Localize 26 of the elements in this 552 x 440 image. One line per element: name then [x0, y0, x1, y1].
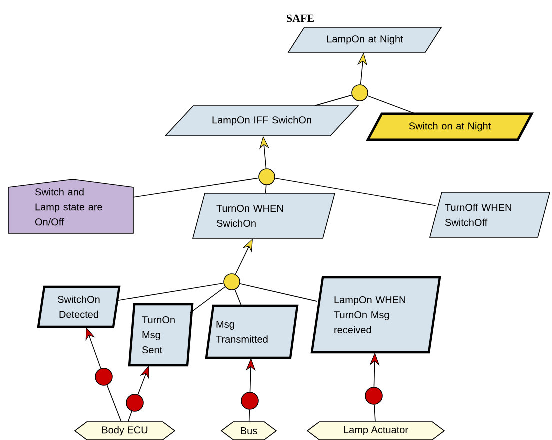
claim-box: LampOn WHEN TurnOn Msg received	[310, 276, 442, 354]
connector-line	[234, 289, 242, 306]
connector-line	[314, 94, 352, 106]
evidence-circle	[95, 368, 113, 386]
evidence-circle	[241, 392, 259, 410]
connector-line	[248, 410, 250, 422]
connector-line	[374, 404, 376, 422]
strategy-circle	[352, 84, 368, 102]
evidence-circle	[365, 387, 383, 405]
evidence-circle	[126, 394, 144, 412]
claim-box: TurnOn Msg Sent	[128, 303, 194, 367]
connector-line	[190, 286, 226, 314]
connector-line	[367, 96, 416, 114]
strategy-circle	[258, 168, 276, 186]
heading: SAFE	[287, 14, 314, 22]
connector-line	[133, 178, 260, 198]
connector-line	[116, 282, 224, 302]
connector-line	[128, 410, 132, 422]
connector-line	[106, 384, 122, 422]
claim-box: SwitchOn Detected	[37, 286, 121, 328]
claim-box: Msg Transmitted	[205, 304, 299, 360]
strategy-circle	[224, 274, 240, 290]
connector-line	[240, 283, 318, 302]
connector-line	[274, 178, 436, 206]
connector-line	[265, 184, 267, 194]
assumption-box: Switch and Lamp state are On/Off	[8, 179, 134, 234]
